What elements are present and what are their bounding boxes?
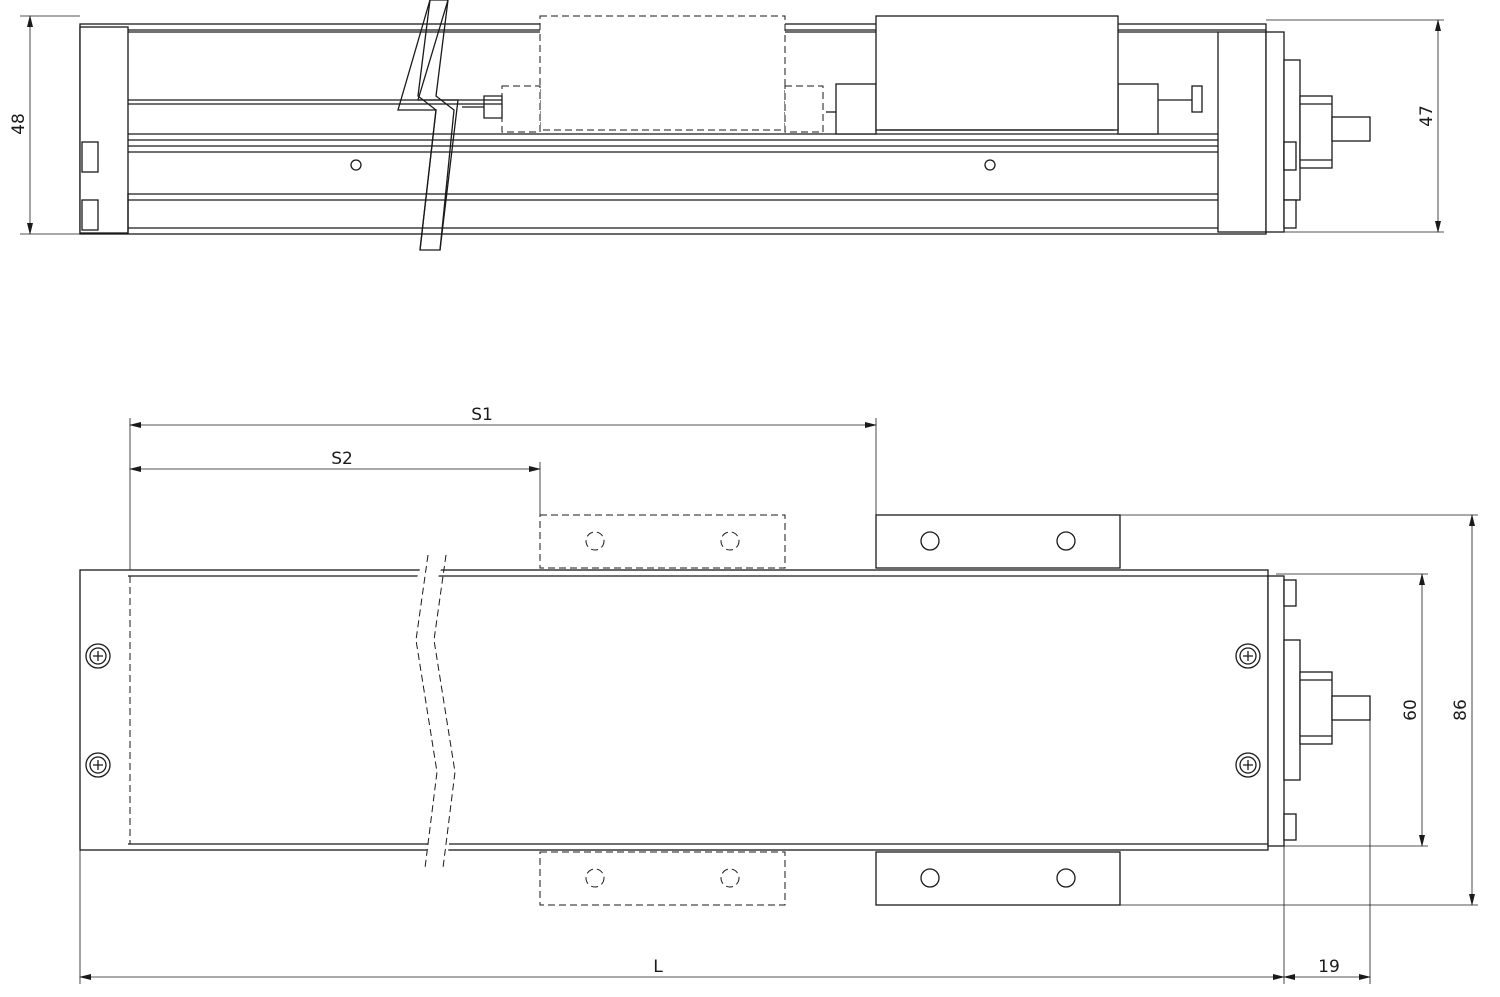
top-flange-screw-upper: [1283, 579, 1297, 607]
side-break-line-right: [435, 0, 455, 251]
top-profile-body: [79, 569, 1269, 851]
side-flange-screw-upper: [1283, 141, 1297, 171]
side-hole-left: [350, 159, 362, 171]
top-screw: [85, 752, 111, 778]
side-left-end-cap: [79, 26, 129, 234]
side-right-end-block: [1217, 31, 1267, 233]
dim-label-47: 47: [1417, 105, 1437, 127]
top-carriage-block-upper: [875, 514, 1121, 569]
top-carriage-hole: [920, 868, 940, 888]
top-flange-screw-lower: [1283, 813, 1297, 841]
top-ghost-block-upper: [539, 514, 786, 569]
side-motor-flange: [1265, 31, 1285, 233]
side-shaft: [1331, 116, 1371, 142]
top-motor-flange: [1267, 575, 1285, 847]
dim-label-86: 86: [1451, 699, 1471, 721]
top-screw: [1235, 643, 1261, 669]
side-coupling-nut: [1191, 85, 1203, 113]
top-screw: [85, 643, 111, 669]
top-ghost-hole: [720, 868, 740, 888]
top-ghost-hole: [720, 531, 740, 551]
side-spindle-nut: [483, 95, 503, 119]
top-shaft: [1331, 695, 1371, 721]
side-left-tab-upper: [81, 141, 99, 173]
side-carriage-ghost-bracket-right: [784, 85, 824, 133]
top-flange-plate: [1283, 639, 1301, 781]
dim-label-s1: S1: [471, 405, 493, 425]
side-carriage-ghost: [539, 15, 786, 131]
top-screw: [1235, 752, 1261, 778]
dim-label-s2: S2: [331, 449, 353, 469]
top-carriage-block-lower: [875, 851, 1121, 906]
side-hole-right: [984, 159, 996, 171]
side-break-line-left: [417, 0, 437, 251]
dim-label-19: 19: [1318, 957, 1340, 977]
top-ghost-hole: [585, 531, 605, 551]
side-coupling: [1299, 95, 1333, 169]
top-carriage-hole: [920, 531, 940, 551]
side-flange-plate: [1283, 59, 1301, 201]
side-carriage-bracket-left: [835, 83, 877, 135]
side-carriage-ghost-bracket-left: [501, 85, 541, 133]
dim-label-l: L: [653, 957, 663, 977]
top-break-line-left: [415, 554, 438, 869]
side-carriage-bracket-right: [1117, 83, 1159, 135]
side-flange-screw-lower: [1283, 199, 1297, 229]
dim-label-60: 60: [1401, 699, 1421, 721]
top-break-line-right: [433, 554, 456, 869]
top-coupling: [1299, 671, 1333, 745]
top-ghost-block-lower: [539, 851, 786, 906]
dim-label-48: 48: [9, 113, 29, 135]
top-ghost-hole: [585, 868, 605, 888]
top-carriage-hole: [1056, 531, 1076, 551]
top-carriage-hole: [1056, 868, 1076, 888]
side-left-tab-lower: [81, 199, 99, 231]
top-view: S1 S2 L 19 60 86: [79, 405, 1478, 984]
side-view: 48 47: [9, 0, 1444, 251]
side-carriage: [875, 15, 1119, 131]
